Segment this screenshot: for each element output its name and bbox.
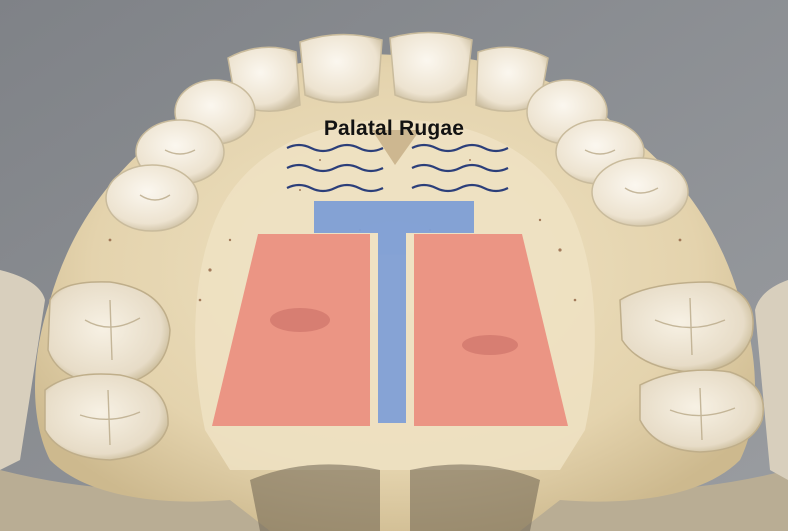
tooth-incisor-central-left (300, 34, 382, 102)
nasal-opening-left (250, 464, 380, 531)
tooth-incisor-central-right (390, 32, 472, 102)
palatal-rugae-label: Palatal Rugae (258, 117, 530, 141)
tooth-molar2-left (45, 374, 168, 460)
tooth-premolar2-left (106, 165, 198, 231)
tooth-premolar2-right (592, 158, 688, 226)
nasal-opening-right (410, 464, 540, 531)
tooth-molar1-left (48, 282, 170, 385)
